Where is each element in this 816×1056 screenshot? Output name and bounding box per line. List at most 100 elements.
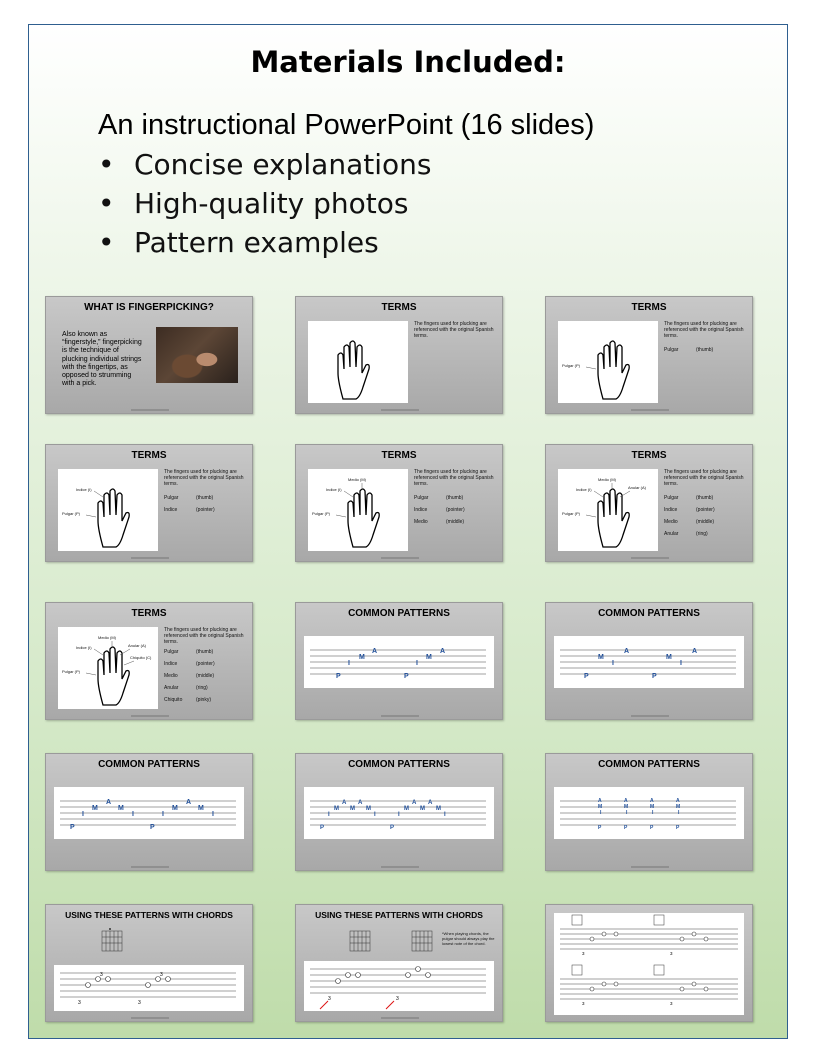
hand-icon bbox=[337, 340, 370, 400]
svg-text:M: M bbox=[172, 805, 178, 812]
hand-panel bbox=[308, 321, 408, 403]
finger-label: Pulgar (P) bbox=[562, 511, 581, 516]
slide-title: TERMS bbox=[381, 450, 417, 461]
svg-text:I: I bbox=[132, 811, 134, 818]
svg-text:3: 3 bbox=[138, 1000, 141, 1006]
term-meaning: (pinky) bbox=[196, 697, 212, 703]
term-meaning: (thumb) bbox=[696, 495, 714, 501]
term-meaning: (thumb) bbox=[196, 495, 214, 501]
slide-title: COMMON PATTERNS bbox=[598, 608, 700, 619]
hand-panel: Pulgar (P) Indice (I) Medio (M) bbox=[308, 469, 408, 551]
svg-text:P: P bbox=[70, 824, 75, 831]
svg-text:P: P bbox=[336, 673, 341, 680]
hand-icon bbox=[85, 641, 135, 706]
term-meaning: (thumb) bbox=[196, 649, 214, 655]
svg-text:P: P bbox=[404, 673, 409, 680]
term-meaning: (pointer) bbox=[446, 507, 465, 513]
svg-text:P: P bbox=[676, 825, 680, 831]
hand-icon bbox=[585, 340, 630, 400]
page-title: Materials Included: bbox=[250, 45, 566, 79]
slide-title: WHAT IS FINGERPICKING? bbox=[84, 302, 214, 313]
feature-item: •Concise explanations bbox=[98, 148, 432, 181]
finger-label: Indice (I) bbox=[76, 487, 92, 492]
term-meaning: (middle) bbox=[696, 519, 715, 525]
slide-text: Also known as “fingerstyle,” fingerpicki… bbox=[62, 331, 142, 388]
finger-label: Pulgar (P) bbox=[62, 669, 81, 674]
term-meaning: (thumb) bbox=[696, 347, 714, 353]
svg-text:M: M bbox=[366, 806, 371, 812]
hand-icon bbox=[335, 483, 380, 548]
svg-text:P: P bbox=[652, 673, 657, 680]
guitar-photo bbox=[156, 327, 238, 383]
slide-footer bbox=[296, 557, 502, 559]
svg-text:I: I bbox=[328, 812, 330, 818]
finger-label: Medio (M) bbox=[348, 477, 367, 482]
svg-text:M: M bbox=[359, 654, 365, 661]
chord-diagram-icon bbox=[411, 930, 433, 952]
svg-text:M: M bbox=[118, 805, 124, 812]
svg-text:A: A bbox=[440, 648, 445, 655]
hand-panel: Pulgar (P) Indice (I) Medio (M) Anular (… bbox=[58, 627, 158, 709]
svg-text:P: P bbox=[650, 825, 654, 831]
term-meaning: (ring) bbox=[696, 531, 708, 537]
svg-text:M: M bbox=[198, 805, 204, 812]
slide-text: The fingers used for plucking are refere… bbox=[414, 321, 494, 339]
slide-title: COMMON PATTERNS bbox=[598, 759, 700, 770]
slide-footer bbox=[46, 557, 252, 559]
term: Anular bbox=[664, 531, 679, 537]
svg-text:A: A bbox=[676, 798, 680, 804]
term: Medio bbox=[664, 519, 678, 525]
svg-text:A: A bbox=[692, 648, 697, 655]
chord-diagram-icon bbox=[101, 928, 123, 952]
finger-label: Anular (A) bbox=[128, 643, 147, 648]
slide-text: The fingers used for plucking are refere… bbox=[664, 469, 744, 487]
svg-text:A: A bbox=[428, 800, 433, 806]
term: Indice bbox=[414, 507, 428, 513]
term: Pulgar bbox=[414, 495, 429, 501]
finger-label: Pulgar (P) bbox=[562, 363, 581, 368]
slide-footer bbox=[546, 866, 752, 868]
svg-text:3: 3 bbox=[78, 1000, 81, 1006]
term: Indice bbox=[164, 661, 178, 667]
svg-text:A: A bbox=[598, 798, 602, 804]
finger-label: Indice (I) bbox=[326, 487, 342, 492]
svg-text:A: A bbox=[624, 798, 628, 804]
svg-text:3: 3 bbox=[328, 996, 331, 1002]
finger-label: Chiquito (C) bbox=[130, 655, 152, 660]
slide-thumb-terms-1: TERMS The fingers used for plucking are … bbox=[295, 296, 503, 414]
hand-panel: Pulgar (P) Indice (I) bbox=[58, 469, 158, 551]
slide-text: The fingers used for plucking are refere… bbox=[414, 469, 494, 487]
svg-text:M: M bbox=[92, 805, 98, 812]
feature-item: •High-quality photos bbox=[98, 187, 409, 220]
term: Pulgar bbox=[164, 649, 179, 655]
svg-text:M: M bbox=[404, 806, 409, 812]
svg-text:I: I bbox=[444, 812, 446, 818]
term-meaning: (pointer) bbox=[196, 661, 215, 667]
slide-title: COMMON PATTERNS bbox=[348, 759, 450, 770]
svg-text:P: P bbox=[320, 825, 324, 831]
svg-text:A: A bbox=[106, 799, 111, 806]
term: Indice bbox=[164, 507, 178, 513]
svg-text:3: 3 bbox=[100, 972, 103, 978]
svg-text:I: I bbox=[652, 810, 654, 816]
slide-footer bbox=[546, 715, 752, 717]
term: Pulgar bbox=[664, 495, 679, 501]
hand-icon bbox=[85, 488, 130, 548]
slide-footer bbox=[296, 409, 502, 411]
svg-text:I: I bbox=[82, 811, 84, 818]
svg-text:3: 3 bbox=[396, 996, 399, 1002]
svg-text:I: I bbox=[212, 811, 214, 818]
slide-footer bbox=[546, 557, 752, 559]
